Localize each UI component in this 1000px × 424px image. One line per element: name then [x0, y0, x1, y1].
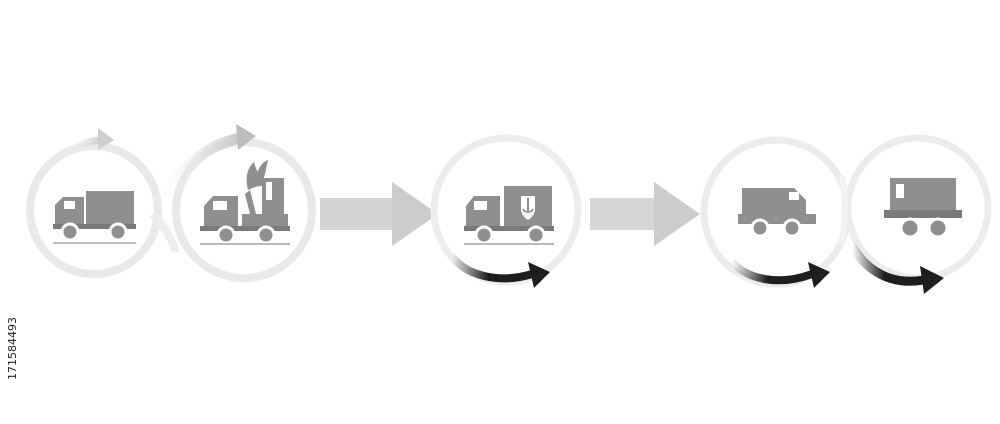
node-freight — [700, 136, 852, 288]
progress-arrowhead — [528, 262, 550, 288]
stock-image-id: 171584493 — [6, 317, 19, 380]
freight-truck-icon — [738, 188, 816, 238]
progress-arrow — [848, 243, 925, 286]
anchor-icon — [521, 196, 535, 220]
node-flatbed — [844, 134, 992, 294]
crane-truck-icon — [200, 160, 290, 245]
progress-arrowhead — [920, 266, 944, 294]
progress-arrow — [448, 253, 534, 283]
connector-arrow — [320, 182, 438, 246]
node-delivery — [26, 142, 162, 278]
connector-arrow — [590, 182, 700, 246]
node-loading — [172, 138, 316, 282]
loop-arrowhead-large — [236, 124, 256, 150]
delivery-truck-icon — [53, 191, 136, 244]
cargo-truck-icon — [464, 186, 554, 245]
loop-arrows — [55, 124, 256, 254]
progress-arrowhead — [808, 262, 830, 288]
overlap-band — [837, 175, 848, 246]
node-cargo — [430, 134, 582, 288]
flatbed-truck-icon — [884, 178, 962, 239]
loop-crossing — [149, 210, 180, 254]
progress-arrow — [729, 259, 814, 285]
loop-arrowhead-small — [98, 128, 114, 150]
loop-arrow-large — [145, 132, 242, 216]
